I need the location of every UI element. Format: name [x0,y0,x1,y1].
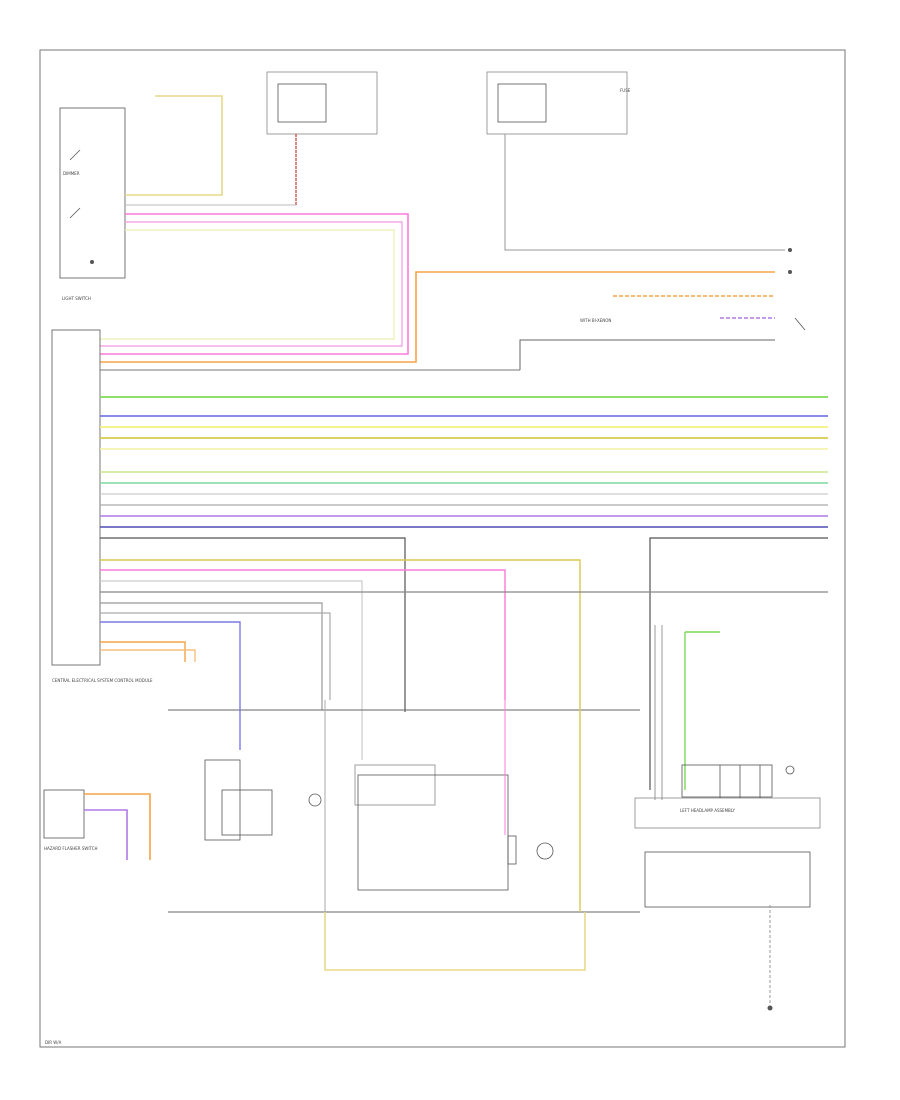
control-module-label: CENTRAL ELECTRICAL SYSTEM CONTROL MODULE [52,678,153,683]
left-headlamp-label: LEFT HEADLAMP ASSEMBLY [680,808,735,813]
diagram-border [39,49,846,1048]
note-fuse: FUSE [620,88,631,93]
footer-code: DIR W/A [45,1040,62,1045]
fuse-box-2 [486,71,628,135]
fuse-box-1 [266,71,378,135]
left-headlamp-assembly [204,759,554,891]
note-bixenon: WITH BI-XENON [580,318,611,323]
right-headlamp-modules [634,764,821,908]
right-side-components [519,248,806,370]
light-switch-label: LIGHT SWITCH [62,296,91,301]
hazard-flasher-switch [43,789,151,860]
control-module: CENTRAL ELECTRICAL SYSTEM CONTROL MODULE [51,329,153,683]
hazard-switch-label: HAZARD FLASHER SWITCH [44,846,98,851]
light-switch: LIGHT SWITCH [59,107,126,301]
dimmer-label: DIMMER [63,171,80,176]
